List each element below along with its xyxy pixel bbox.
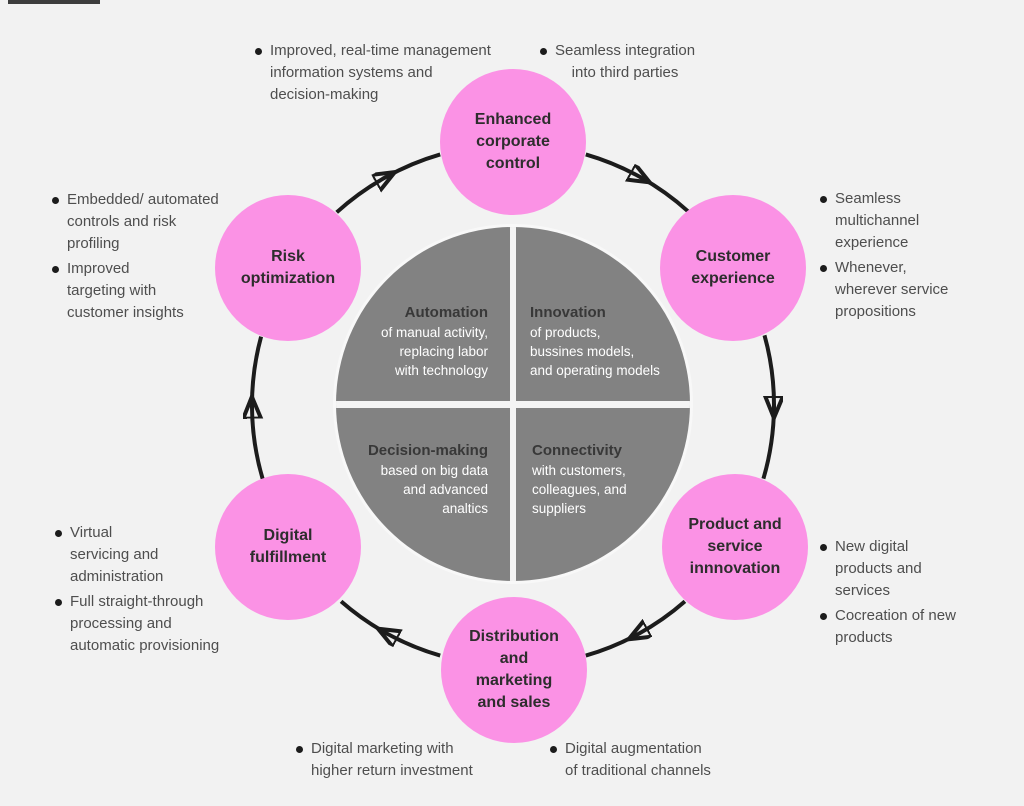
- bullet-dot-icon: [52, 197, 59, 204]
- quadrant-decision-making-title: Decision-making: [367, 442, 488, 459]
- quadrant-connectivity: Connectivity with customers, colleagues,…: [532, 441, 684, 518]
- bullet-item: Cocreation of new products: [820, 605, 956, 649]
- annotations-digital-fulfillment: Virtual servicing and administration Ful…: [55, 522, 219, 657]
- node-distribution-marketing-sales: Distribution and marketing and sales: [441, 597, 587, 743]
- arrow-distribution-to-fulfillment: [339, 599, 441, 658]
- bullet-text: New digital products and services: [835, 538, 922, 599]
- bullet-text: Seamless multichannel experience: [835, 190, 920, 251]
- bullet-dot-icon: [550, 746, 557, 753]
- annotations-enhanced-left: Improved, real-time management informati…: [255, 40, 491, 106]
- bullet-item: Digital marketing with higher return inv…: [296, 738, 473, 782]
- quadrant-automation: Automation of manual activity, replacing…: [336, 303, 488, 380]
- bullet-text: Whenever, wherever service propositions: [835, 259, 949, 320]
- arrow-fulfillment-to-risk: [252, 336, 265, 480]
- quadrant-automation-title: Automation: [404, 304, 488, 321]
- center-circle: Automation of manual activity, replacing…: [336, 227, 690, 581]
- node-product-service-innovation: Product and service innnovation: [662, 474, 808, 620]
- arrow-product-to-distribution: [585, 599, 687, 658]
- bullet-item: Whenever, wherever service propositions: [820, 257, 948, 323]
- annotations-risk-optimization: Embedded/ automated controls and risk pr…: [52, 189, 219, 324]
- bullet-item: Virtual servicing and administration: [55, 522, 219, 588]
- bullet-dot-icon: [820, 544, 827, 551]
- quadrant-automation-body: of manual activity, replacing labor with…: [380, 325, 488, 378]
- bullet-text: Digital augmentation of traditional chan…: [565, 740, 711, 779]
- bullet-text: Full straight-through processing and aut…: [70, 593, 220, 654]
- arrow-enhanced-to-customer: [585, 152, 690, 213]
- quadrant-divider-horizontal: [336, 401, 690, 408]
- bullet-dot-icon: [55, 599, 62, 606]
- bullet-item: Seamless multichannel experience: [820, 188, 948, 254]
- bullet-dot-icon: [255, 48, 262, 55]
- bullet-dot-icon: [820, 196, 827, 203]
- bullet-item: Digital augmentation of traditional chan…: [550, 738, 711, 782]
- bullet-dot-icon: [296, 746, 303, 753]
- bullet-dot-icon: [55, 530, 62, 537]
- node-enhanced-corporate-control: Enhanced corporate control: [440, 69, 586, 215]
- arrow-risk-to-enhanced: [335, 152, 441, 214]
- quadrant-innovation-title: Innovation: [530, 304, 606, 321]
- bullet-text: Embedded/ automated controls and risk pr…: [67, 191, 219, 252]
- top-left-bar: [8, 0, 100, 4]
- quadrant-connectivity-body: with customers, colleagues, and supplier…: [532, 463, 627, 516]
- node-risk-optimization: Risk optimization: [215, 195, 361, 341]
- bullet-item: Improved targeting with customer insight…: [52, 258, 219, 324]
- bullet-text: Virtual servicing and administration: [70, 524, 164, 585]
- bullet-dot-icon: [820, 613, 827, 620]
- annotations-product-service-innovation: New digital products and services Cocrea…: [820, 536, 956, 649]
- bullet-item: Full straight-through processing and aut…: [55, 591, 219, 657]
- annotations-distribution-left: Digital marketing with higher return inv…: [296, 738, 473, 782]
- bullet-text: Digital marketing with higher return inv…: [311, 740, 473, 779]
- bullet-text: Cocreation of new products: [835, 607, 956, 646]
- node-digital-fulfillment: Digital fulfillment: [215, 474, 361, 620]
- bullet-item: Improved, real-time management informati…: [255, 40, 491, 106]
- bullet-item: Embedded/ automated controls and risk pr…: [52, 189, 219, 255]
- bullet-dot-icon: [820, 265, 827, 272]
- bullet-dot-icon: [52, 266, 59, 273]
- bullet-item: Seamless integration into third parties: [540, 40, 695, 84]
- annotations-customer-experience: Seamless multichannel experience Wheneve…: [820, 188, 948, 323]
- quadrant-decision-making-body: based on big data and advanced analtics: [380, 463, 488, 516]
- arrow-customer-to-product: [761, 334, 774, 480]
- annotations-distribution-right: Digital augmentation of traditional chan…: [550, 738, 711, 782]
- node-customer-experience: Customer experience: [660, 195, 806, 341]
- quadrant-connectivity-title: Connectivity: [532, 442, 623, 459]
- bullet-text: Improved, real-time management informati…: [270, 42, 491, 103]
- quadrant-innovation-body: of products, bussines models, and operat…: [530, 325, 660, 378]
- annotations-enhanced-right: Seamless integration into third parties: [540, 40, 695, 84]
- bullet-item: New digital products and services: [820, 536, 956, 602]
- quadrant-decision-making: Decision-making based on big data and ad…: [336, 441, 488, 518]
- bullet-text: Seamless integration into third parties: [555, 42, 696, 81]
- quadrant-innovation: Innovation of products, bussines models,…: [530, 303, 682, 380]
- bullet-dot-icon: [540, 48, 547, 55]
- bullet-text: Improved targeting with customer insight…: [67, 260, 184, 321]
